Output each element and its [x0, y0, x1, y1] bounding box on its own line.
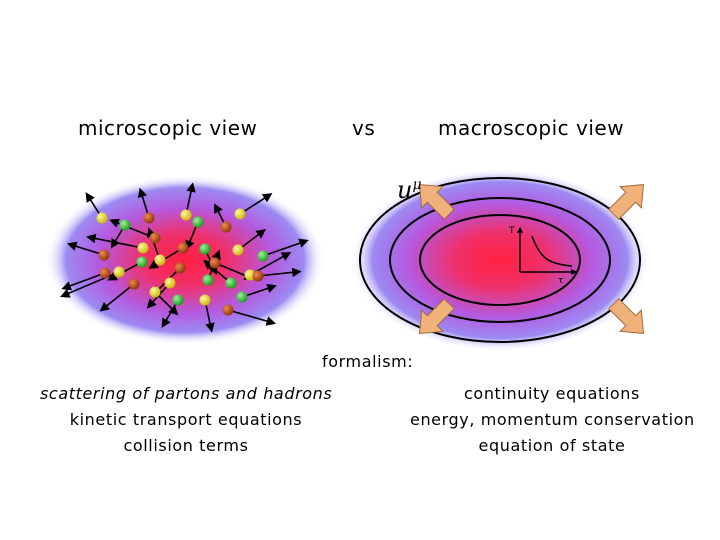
parton-particle — [192, 216, 204, 228]
parton-particle — [149, 286, 161, 298]
flow-velocity-label: uμ — [397, 176, 422, 204]
inset-y-label: T — [509, 226, 515, 236]
flow-arrow — [608, 183, 645, 220]
parton-particle — [113, 266, 125, 278]
macro-formalism-line-2: energy, momentum conservation — [410, 410, 695, 429]
hadron-particle — [149, 232, 161, 244]
momentum-arrow — [107, 261, 143, 281]
hadron-particle — [222, 304, 234, 316]
parton-particle — [119, 219, 131, 231]
hadron-particle — [252, 270, 264, 282]
microscopic-fireball — [45, 175, 325, 345]
micro-formalism-line-1: scattering of partons and hadrons — [40, 384, 333, 403]
momentum-arrow — [99, 283, 135, 312]
flow-velocity-superscript: μ — [412, 177, 422, 193]
macro-formalism-line-1: continuity equations — [464, 384, 640, 403]
parton-particle — [137, 242, 149, 254]
hadron-particle — [209, 257, 221, 269]
flow-arrows — [418, 183, 645, 335]
parton-particle — [180, 209, 192, 221]
parton-particle — [172, 294, 184, 306]
formalism-label: formalism: — [322, 352, 414, 371]
parton-particle — [154, 254, 166, 266]
hadron-particle — [174, 262, 186, 274]
macroscopic-view-heading: macroscopic view — [438, 116, 625, 140]
momentum-arrow — [227, 309, 277, 326]
flow-arrow — [418, 298, 455, 335]
hadron-particle — [220, 221, 232, 233]
parton-particle — [225, 277, 237, 289]
parton-particle — [164, 277, 176, 289]
momentum-arrow — [203, 259, 232, 284]
macro-formalism-line-3: equation of state — [478, 436, 626, 455]
flow-velocity-base: u — [397, 176, 413, 204]
hadron-particle — [143, 212, 155, 224]
parton-particle — [96, 212, 108, 224]
micro-formalism-line-2: kinetic transport equations — [69, 410, 303, 429]
hadron-particle — [177, 242, 189, 254]
parton-particle — [234, 208, 246, 220]
microscopic-view-heading: microscopic view — [78, 116, 258, 140]
momentum-arrow — [148, 247, 184, 269]
macroscopic-fireball — [350, 168, 650, 352]
momentum-arrow — [66, 241, 105, 256]
inset-plot — [517, 226, 578, 275]
parton-particle — [199, 294, 211, 306]
hadron-particle — [128, 278, 140, 290]
flow-arrow — [608, 298, 645, 335]
parton-particle — [202, 274, 214, 286]
parton-particle — [199, 243, 211, 255]
flow-contour-middle — [389, 197, 611, 323]
momentum-arrow — [262, 238, 309, 257]
momentum-arrow — [257, 267, 302, 278]
vs-heading: vs — [352, 116, 376, 140]
flow-contour-inner — [419, 214, 581, 306]
flow-contour-outer — [359, 177, 641, 343]
parton-particle — [232, 244, 244, 256]
parton-particle — [136, 256, 148, 268]
parton-particle — [257, 250, 269, 262]
momentum-arrow — [86, 233, 144, 249]
parton-particle — [244, 269, 256, 281]
micro-formalism-line-3: collision terms — [123, 436, 249, 455]
momentum-arrow — [61, 272, 106, 291]
inset-cooling-curve — [531, 235, 573, 267]
flow-arrow — [418, 183, 455, 220]
flow-contours — [359, 177, 641, 343]
inset-x-label: τ — [558, 276, 564, 286]
hadron-particle — [99, 267, 111, 279]
momentum-arrow — [239, 193, 273, 215]
parton-particle — [236, 291, 248, 303]
particle-group — [60, 182, 309, 333]
momentum-arrow — [241, 283, 277, 298]
hadron-particle — [98, 249, 110, 261]
